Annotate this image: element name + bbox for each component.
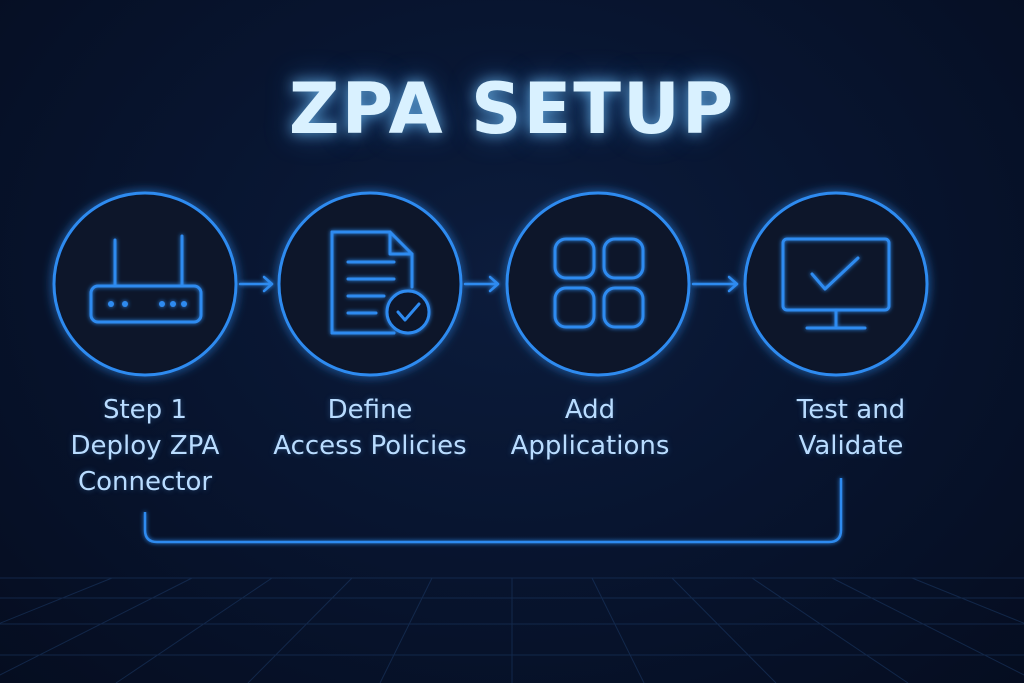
step-2-label: Define Access Policies bbox=[260, 392, 480, 464]
step-3-label: Add Applications bbox=[480, 392, 700, 464]
step-2-circle bbox=[277, 191, 463, 377]
step-1-label: Step 1 Deploy ZPA Connector bbox=[35, 392, 255, 500]
step-3-label-line: Applications bbox=[510, 431, 670, 461]
step-2-label-line: Access Policies bbox=[273, 431, 467, 461]
step-1-label-line: Step 1 bbox=[102, 395, 187, 425]
step-4-circle bbox=[743, 191, 929, 377]
arrow-right-icon bbox=[238, 275, 274, 293]
arrow-right-icon bbox=[463, 275, 500, 293]
feedback-loop-line bbox=[143, 478, 843, 544]
step-1-circle bbox=[52, 191, 238, 377]
step-4-label-line: Test and bbox=[796, 395, 906, 425]
monitor-check-icon bbox=[781, 237, 891, 330]
document-check-icon bbox=[330, 230, 431, 335]
arrow-right-icon bbox=[691, 275, 739, 293]
step-2-label-line: Define bbox=[327, 395, 413, 425]
step-4-label: Test and Validate bbox=[741, 392, 961, 464]
router-icon bbox=[89, 234, 203, 324]
step-3-label-line: Add bbox=[564, 395, 616, 425]
step-3-circle bbox=[505, 191, 691, 377]
step-4-label-line: Validate bbox=[798, 431, 904, 461]
diagram-title: ZPA SETUP bbox=[288, 68, 736, 150]
step-1-label-line: Connector bbox=[77, 467, 213, 497]
apps-grid-icon bbox=[553, 237, 645, 329]
step-1-label-line: Deploy ZPA bbox=[70, 431, 220, 461]
